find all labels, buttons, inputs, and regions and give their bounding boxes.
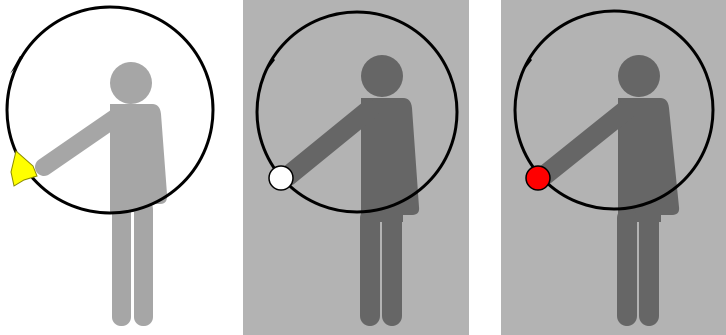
- panel-white-marker: [243, 0, 469, 335]
- white-marker-icon: [269, 166, 293, 190]
- person-left-leg: [617, 208, 637, 326]
- person-head: [361, 55, 403, 97]
- signal-diagram-flag: [0, 0, 230, 335]
- person-right-leg: [639, 208, 659, 326]
- red-marker-icon: [526, 166, 550, 190]
- person-left-leg: [112, 200, 131, 326]
- person-head: [110, 62, 152, 104]
- signal-diagram-red-marker: [501, 0, 726, 335]
- panel-flag: [0, 0, 230, 335]
- person-head: [618, 55, 660, 97]
- panel-red-marker: [501, 0, 726, 335]
- person-left-leg: [360, 208, 380, 326]
- person-right-leg: [134, 200, 153, 326]
- signal-diagram-white-marker: [243, 0, 469, 335]
- person-right-leg: [382, 208, 402, 326]
